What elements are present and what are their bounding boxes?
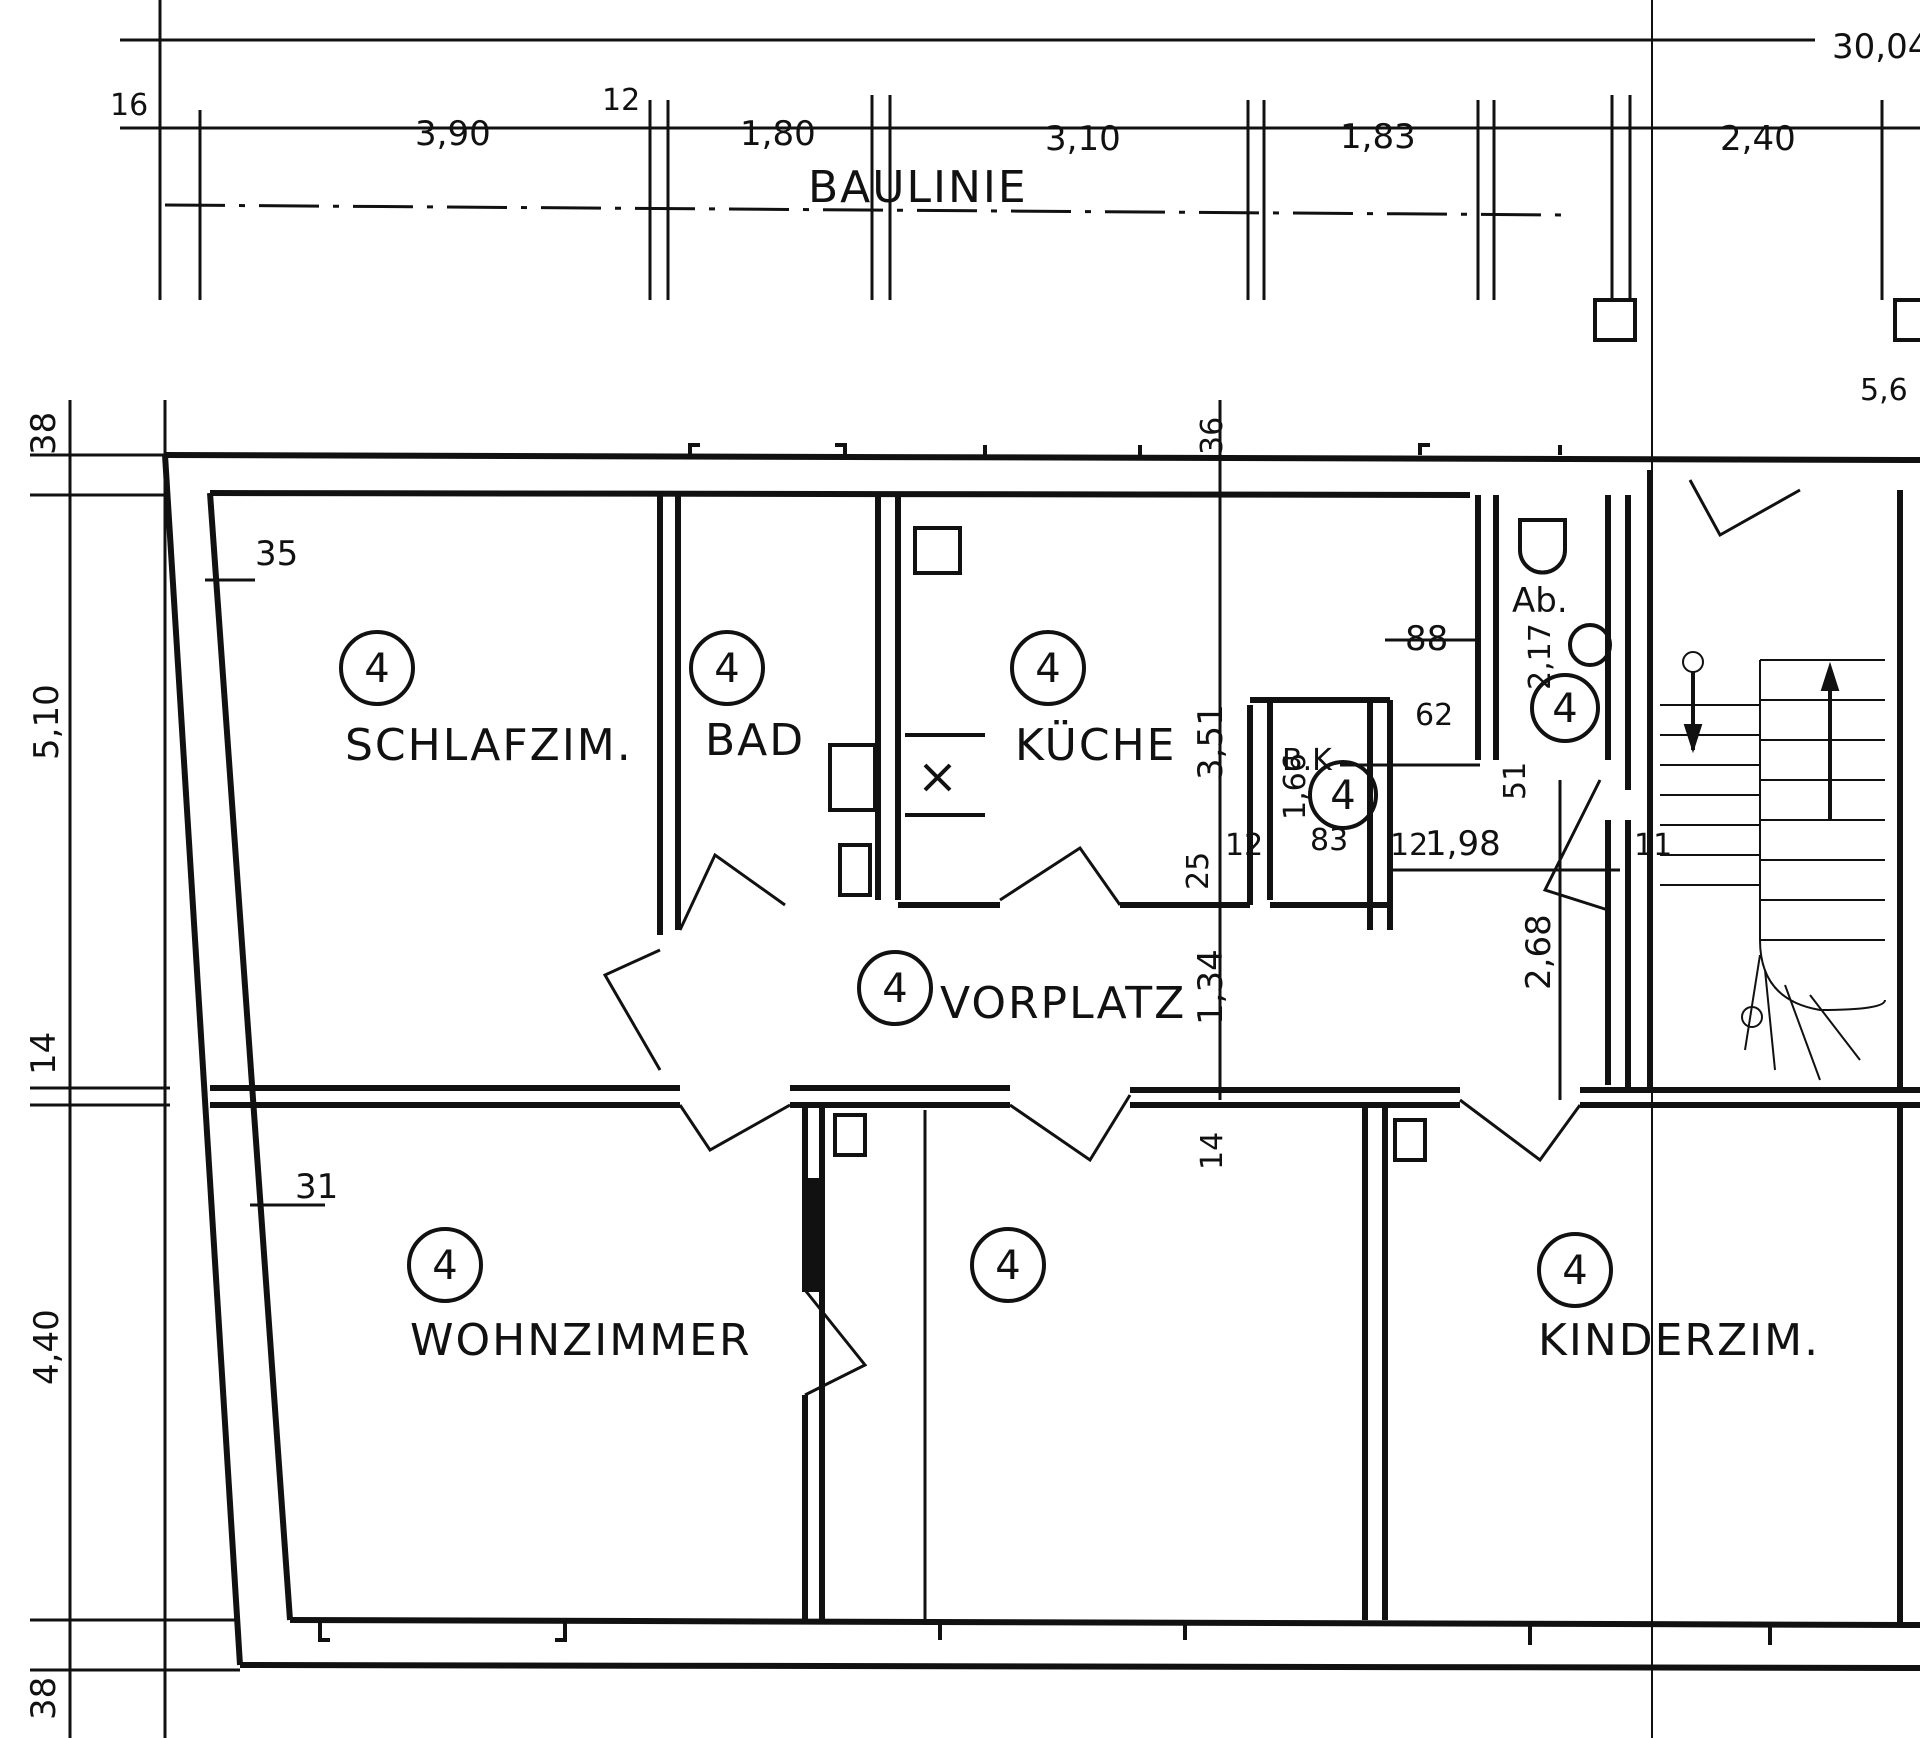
marker-circle-middle-room (970, 1227, 1046, 1303)
room-marker-text: 4 (995, 1243, 1020, 1289)
marker-circle-schlafzim (339, 630, 415, 706)
dim-25: 25 (1181, 852, 1216, 890)
room-marker-text: 4 (432, 1243, 457, 1289)
dim-268: 2,68 (1519, 914, 1559, 990)
dim-16: 16 (110, 88, 148, 123)
fixtures (802, 518, 1612, 1292)
room-marker-text: 4 (1035, 646, 1060, 692)
room-marker-text: 4 (882, 966, 907, 1012)
room-label-kueche: KÜCHE (1015, 719, 1177, 771)
dim-14b: 14 (1195, 1132, 1230, 1170)
room-label-kinderzim: KINDERZIM. (1538, 1315, 1820, 1366)
dim-36: 36 (1195, 417, 1230, 455)
dim-510: 5,10 (27, 684, 67, 760)
room-label-bad: BAD (705, 715, 805, 766)
door-swings (602, 479, 1801, 1397)
dim-390: 3,90 (415, 114, 491, 154)
room-label-bk: B.K (1282, 743, 1333, 778)
baulinie-label: BAULINIE (808, 162, 1028, 213)
dim-180: 1,80 (740, 114, 816, 154)
dim-134: 1,34 (1191, 949, 1231, 1025)
kitchen-unit-icon (913, 526, 962, 575)
room-marker-numbers: 4 4 4 4 4 4 4 4 4 (364, 646, 1587, 1294)
bathroom-sink-icon (828, 743, 877, 812)
room-marker-text: 4 (1552, 686, 1577, 732)
dim-166: 1,66 (1278, 753, 1313, 820)
dim-217: 2,17 (1523, 623, 1558, 690)
room-marker-text: 4 (1562, 1248, 1587, 1294)
marker-circle-kinderzim (1537, 1232, 1613, 1308)
staircase (1660, 651, 1886, 1081)
dim-351: 3,51 (1191, 704, 1231, 780)
dim-56: 5,6 (1860, 373, 1908, 408)
marker-circle-bad (689, 630, 765, 706)
walls (162, 452, 1920, 1671)
dim-121: 12 (1390, 828, 1428, 863)
dim-total: 30,04 (1832, 27, 1920, 67)
left-dimension-lines (30, 400, 240, 1738)
dim-83: 83 (1310, 823, 1348, 858)
marker-circle-bk (1308, 760, 1378, 830)
dimension-ticks (205, 400, 1620, 1207)
dim-240: 2,40 (1720, 119, 1796, 159)
room-label-vorplatz: VORPLATZ (940, 978, 1186, 1029)
marker-circle-wc (1530, 673, 1600, 743)
room-label-wohnzimmer: WOHNZIMMER (410, 1315, 752, 1366)
room-labels: SCHLAFZIM. BAD KÜCHE VORPLATZ WOHNZIMMER… (345, 162, 1820, 1366)
dim-310: 3,10 (1045, 119, 1121, 159)
dim-38-top: 38 (24, 412, 64, 455)
room-marker-text: 4 (714, 646, 739, 692)
washbasin-icon (1568, 623, 1612, 667)
dim-14: 14 (24, 1032, 64, 1075)
top-dimension-lines (120, 0, 1920, 1738)
room-label-schlafzim: SCHLAFZIM. (345, 720, 633, 771)
marker-circle-wohnzimmer (407, 1227, 483, 1303)
marker-circle-vorplatz (857, 950, 933, 1026)
dim-12b: 12 (1225, 828, 1263, 863)
dim-62: 62 (1415, 698, 1453, 733)
marker-circle-kueche (1010, 630, 1086, 706)
room-marker-text: 4 (364, 646, 389, 692)
windows (318, 298, 1920, 1645)
room-label-ab: Ab. (1512, 581, 1568, 621)
dim-88: 88 (1405, 619, 1448, 659)
dim-440: 4,40 (27, 1309, 67, 1385)
stove-icon (923, 763, 952, 792)
dim-35: 35 (255, 534, 298, 574)
dimension-labels: 30,04 3,90 1,80 3,10 1,83 2,40 16 12 5,6… (24, 27, 1920, 1720)
room-marker-text: 4 (1330, 773, 1355, 819)
dim-198: 1,98 (1425, 824, 1501, 864)
dim-38-bottom: 38 (24, 1677, 64, 1720)
dim-12: 12 (602, 83, 640, 118)
room-markers (339, 630, 1613, 1308)
toilet-icon (1518, 518, 1567, 575)
dim-51: 51 (1498, 762, 1533, 800)
dim-31: 31 (295, 1167, 338, 1207)
dim-183: 1,83 (1340, 117, 1416, 157)
dim-11: 11 (1634, 828, 1672, 863)
